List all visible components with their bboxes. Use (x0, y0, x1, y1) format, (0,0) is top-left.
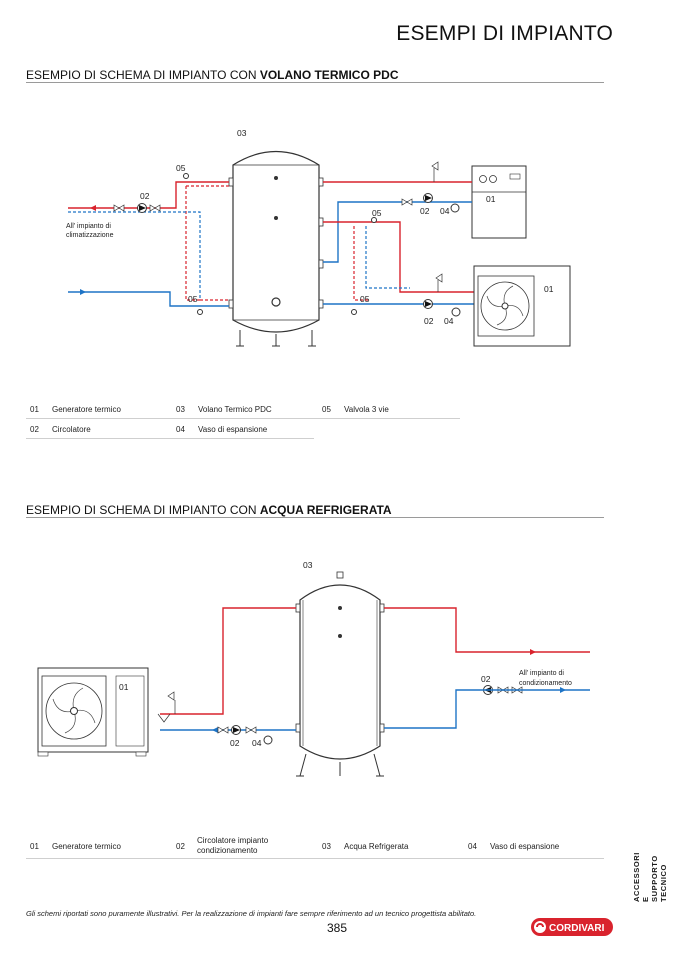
section-title-refrigerata: ESEMPIO DI SCHEMA DI IMPIANTO CON ACQUA … (26, 503, 392, 517)
tank-refrigerata (295, 571, 385, 777)
label-gen: 01 (119, 682, 129, 692)
label-pump-right: 02 (481, 674, 491, 684)
section-title-bold: VOLANO TERMICO PDC (259, 68, 399, 82)
label-tank: 03 (303, 560, 313, 570)
label-valve-mid: 05 (372, 208, 382, 218)
label-vessel-left: 04 (252, 738, 262, 748)
label-pump-gen2: 02 (424, 316, 434, 326)
label-pump-gen1: 02 (420, 206, 430, 216)
label-valve-bottom-right: 05 (360, 294, 370, 304)
legend-num: 04 (176, 425, 185, 434)
label-gen1: 01 (486, 194, 496, 204)
logo-text: CORDIVARI (549, 923, 605, 934)
label-gen2: 01 (544, 284, 554, 294)
section-title-bold: ACQUA REFRIGERATA (259, 503, 392, 517)
legend-num: 03 (176, 405, 185, 414)
legend-divider (26, 858, 604, 859)
legend-label: Vaso di espansione (198, 425, 268, 434)
label-plant-line1: All' impianto di (66, 223, 111, 230)
legend-label: Circolatore (52, 425, 91, 434)
label-vessel-gen2: 04 (444, 316, 454, 326)
footnote: Gli schemi riportati sono puramente illu… (26, 909, 477, 918)
label-pump-left: 02 (230, 738, 240, 748)
label-plant-line2: climatizzazione (66, 232, 114, 239)
label-valve-top: 05 (176, 163, 186, 173)
legend-label: Generatore termico (52, 842, 121, 851)
section-title-volano: ESEMPIO DI SCHEMA DI IMPIANTO CON VOLANO… (26, 68, 398, 82)
label-valve-bottom-left: 05 (188, 294, 198, 304)
section-title-prefix: ESEMPIO DI SCHEMA DI IMPIANTO CON (26, 68, 260, 82)
legend-label: Acqua Refrigerata (344, 842, 409, 851)
tank-volano (228, 150, 324, 347)
legend-label-line2: condizionamento (197, 846, 258, 855)
side-tab-line: E SUPPORTO (641, 855, 659, 902)
label-plant-line1: All' impianto di (519, 670, 564, 677)
side-tab-line: ACCESSORI (632, 852, 641, 902)
section-rule (26, 82, 604, 83)
cordivari-logo: CORDIVARI (531, 918, 613, 936)
page-number: 385 (327, 921, 348, 935)
section-rule (26, 517, 604, 518)
diagram-volano: 03 02 05 05 All' impianto di climatizzaz… (66, 128, 571, 347)
legend-num: 01 (30, 842, 39, 851)
legend-label: Valvola 3 vie (344, 405, 389, 414)
side-tab-line: TECNICO (659, 864, 668, 902)
legend-num: 05 (322, 405, 331, 414)
legend-divider (26, 438, 314, 439)
legend-label: Volano Termico PDC (198, 405, 272, 414)
section-title-prefix: ESEMPIO DI SCHEMA DI IMPIANTO CON (26, 503, 260, 517)
legend-label: Vaso di espansione (490, 842, 560, 851)
legend-num: 03 (322, 842, 331, 851)
legend-label: Generatore termico (52, 405, 121, 414)
label-vessel-gen1: 04 (440, 206, 450, 216)
diagram-refrigerata: 03 01 02 04 (37, 560, 590, 777)
page-title: ESEMPI DI IMPIANTO (396, 22, 613, 45)
legend-num: 02 (176, 842, 185, 851)
legend-label-line1: Circolatore impianto (197, 836, 269, 845)
label-tank: 03 (237, 128, 247, 138)
label-pump-left: 02 (140, 191, 150, 201)
legend-label: Circolatore impianto condizionamento (197, 836, 268, 856)
legend-num: 04 (468, 842, 477, 851)
legend-num: 01 (30, 405, 39, 414)
legend-num: 02 (30, 425, 39, 434)
legend-divider (26, 418, 460, 419)
label-plant-line2: condizionamento (519, 680, 572, 687)
side-tab: ACCESSORI E SUPPORTO TECNICO (632, 850, 672, 902)
